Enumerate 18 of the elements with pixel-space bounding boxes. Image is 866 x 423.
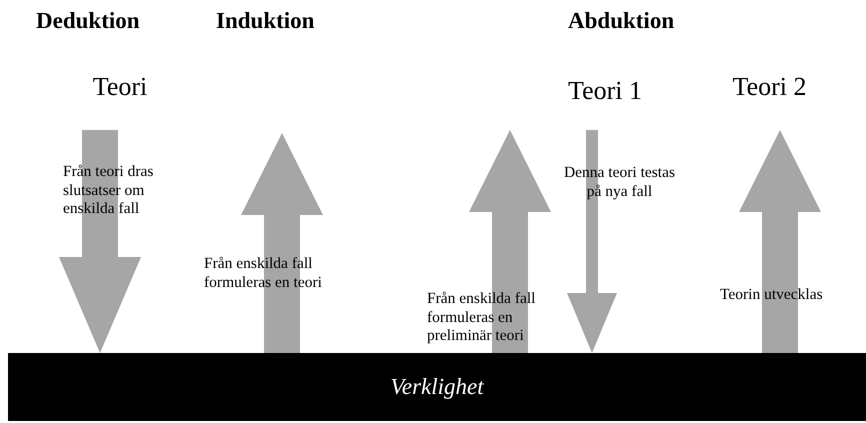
block-arrow [59, 130, 141, 353]
theory-label: Teori 2 [732, 72, 806, 101]
edge-label: Från enskilda fall formuleras en preliminär teori [427, 290, 536, 346]
block-arrow [469, 130, 551, 353]
edge-label: Teorin utvecklas [720, 286, 824, 305]
ground-bar [8, 353, 866, 421]
heading: Induktion [216, 8, 314, 34]
theory-label: Teori 1 [568, 76, 642, 105]
ground-label: Verklighet [390, 374, 484, 400]
heading: Abduktion [568, 8, 674, 34]
theory-label: Teori [92, 72, 148, 101]
edge-label: Från teori dras slutsatser om enskilda fall [63, 163, 154, 219]
block-arrow [739, 130, 821, 353]
block-arrow [241, 133, 323, 353]
edge-label: Denna teori testas på nya fall [562, 164, 676, 202]
heading: Deduktion [36, 8, 140, 34]
block-arrow [567, 130, 617, 353]
edge-label: Från enskilda fall formuleras en teori [204, 255, 323, 292]
